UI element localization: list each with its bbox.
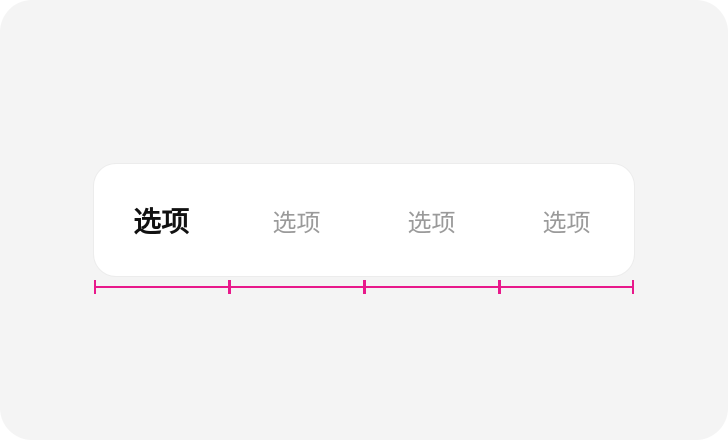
- ruler-tick: [363, 280, 366, 294]
- ruler-tick: [498, 280, 501, 294]
- ruler-tick: [228, 280, 231, 294]
- tab-label: 选项: [407, 208, 456, 237]
- tab-option-2[interactable]: 选项: [229, 164, 364, 276]
- tab-option-1[interactable]: 选项: [94, 164, 229, 276]
- measurement-ruler: [94, 280, 634, 294]
- tab-label: 选项: [133, 205, 190, 238]
- tab-bar: 选项 选项 选项 选项: [94, 164, 634, 276]
- ruler-tick: [632, 280, 634, 294]
- ruler-tick: [94, 280, 96, 294]
- tab-option-4[interactable]: 选项: [499, 164, 634, 276]
- tab-label: 选项: [542, 208, 591, 237]
- tab-label: 选项: [272, 208, 321, 237]
- tab-option-3[interactable]: 选项: [364, 164, 499, 276]
